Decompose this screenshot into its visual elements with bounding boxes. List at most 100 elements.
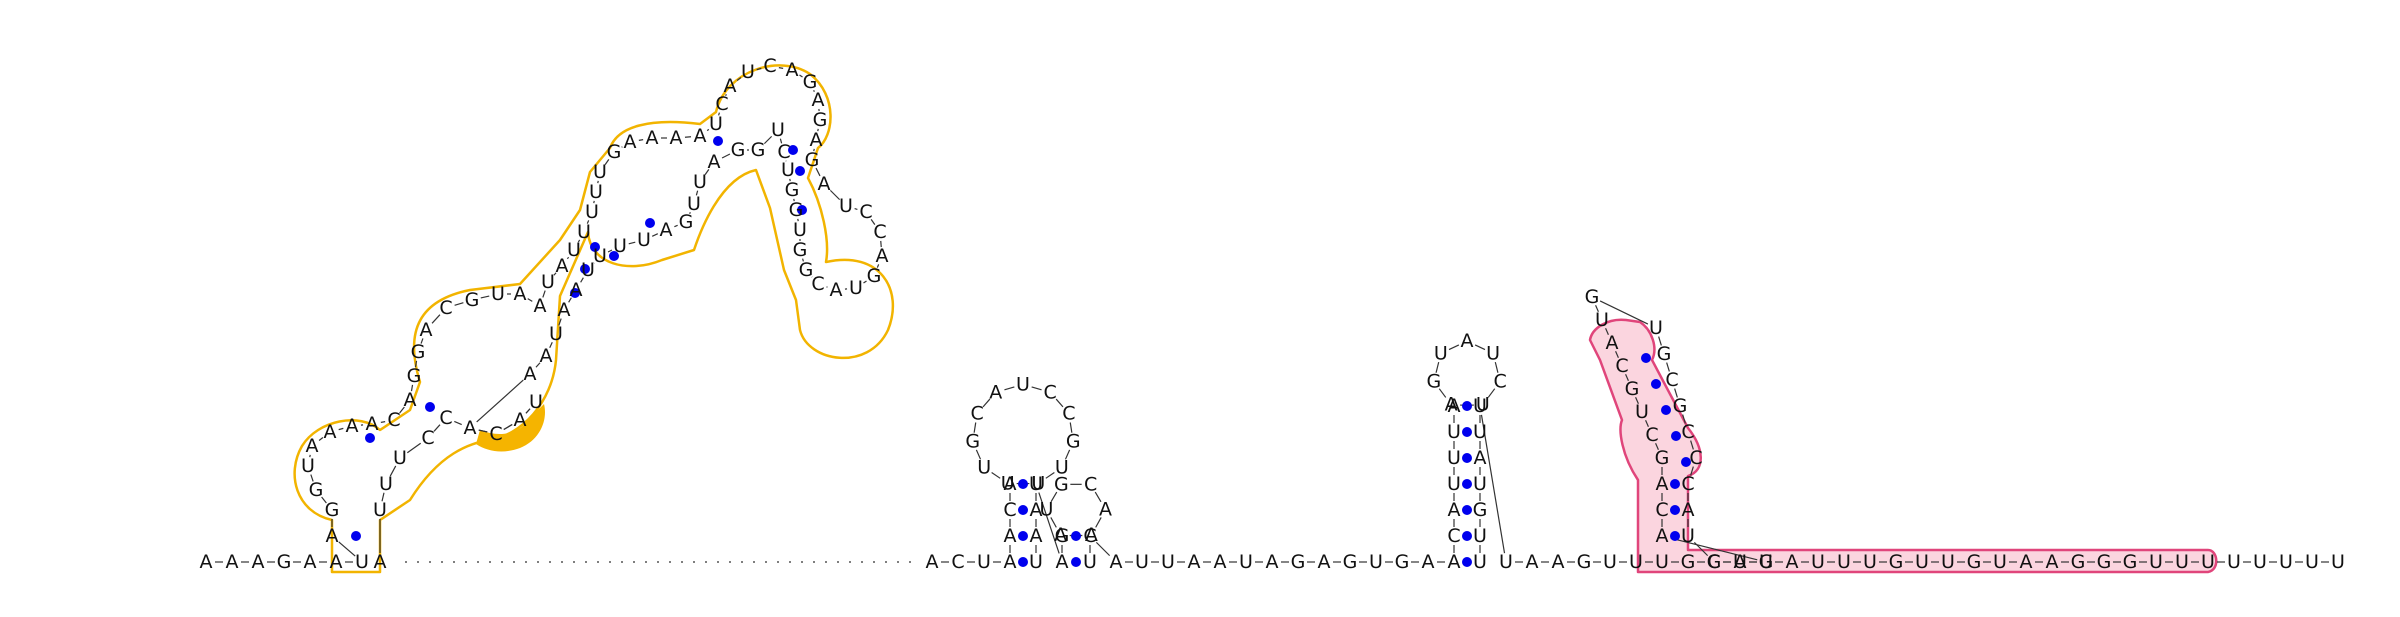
nucleotide-trailer-195: G <box>1889 551 1904 573</box>
backbone-link <box>799 74 803 78</box>
nucleotide-linker-2-127: A <box>1214 551 1227 573</box>
nucleotide-linker-2-124: U <box>1135 551 1149 573</box>
backbone-link <box>1050 491 1058 503</box>
nucleotide-domain2-176: A <box>1606 332 1619 354</box>
nucleotide-domain1-46: A <box>810 129 823 151</box>
nucleotide-domain1-53: G <box>867 265 882 287</box>
backbone-link <box>476 379 524 423</box>
nucleotide-linker-1-93: U <box>977 551 991 573</box>
backbone <box>215 67 2329 563</box>
nucleotide-hairpin-a-95: A <box>1004 525 1017 547</box>
nucleotide-hairpin-a-106: C <box>1044 381 1057 403</box>
nucleotide-domain1-55: A <box>830 279 843 301</box>
backbone-link <box>975 449 982 460</box>
nucleotide-domain1-88: C <box>421 427 434 449</box>
nucleotide-domain1-8: G <box>325 499 340 521</box>
nucleotide-hairpin-a-96: C <box>1003 499 1016 521</box>
backbone-link <box>1004 386 1015 391</box>
nucleotide-domain2-180: G <box>1657 343 1672 365</box>
nucleotide-domain1-9: G <box>309 479 324 501</box>
backbone-link <box>779 138 783 144</box>
nucleotide-domain1-64: U <box>771 119 785 141</box>
nucleotide-linker-3-161: U <box>1603 551 1617 573</box>
nucleotide-domain1-79: A <box>540 345 553 367</box>
nucleotide-linker-2-131: A <box>1318 551 1331 573</box>
nucleotide-domain1-43: G <box>803 71 818 93</box>
base-pair-dot <box>1681 457 1691 467</box>
backbone-link <box>566 256 570 260</box>
backbone-link <box>338 541 356 557</box>
nucleotide-domain1-74: U <box>593 245 607 267</box>
backbone-link <box>380 421 386 423</box>
backbone-link <box>973 422 977 433</box>
backbone-link <box>1050 517 1057 528</box>
nucleotide-domain1-69: U <box>687 193 701 215</box>
nucleotide-linker-2-123: A <box>1110 551 1123 573</box>
backbone-link <box>480 295 490 299</box>
nucleotide-trailer-201: A <box>2046 551 2059 573</box>
nucleotide-hairpin-b-119: C <box>1084 473 1097 495</box>
nucleotide-linker-2-130: G <box>1291 551 1306 573</box>
backbone-link <box>310 474 314 482</box>
nucleotide-linker-3-166: U <box>1733 551 1747 573</box>
nucleotide-domain1-25: U <box>541 271 555 293</box>
nucleotide-domain1-33: A <box>624 131 637 153</box>
nucleotide-domain2-179: U <box>1649 317 1663 339</box>
nucleotide-domain1-highlight-84: U <box>529 391 543 413</box>
nucleotide-leader-3: G <box>277 551 292 573</box>
nucleotide-hairpin-b-121: U <box>1039 499 1053 521</box>
nucleotide-hairpin-c-153: A <box>1461 330 1474 352</box>
backbone-link <box>813 89 815 93</box>
backbone-link <box>568 297 572 303</box>
base-pair-dot <box>1071 557 1081 567</box>
backbone-link <box>1494 362 1499 373</box>
backbone-link <box>478 429 488 433</box>
nucleotide-domain1-89: C <box>439 407 452 429</box>
backbone-link <box>1645 420 1649 427</box>
backbone-link <box>1682 414 1686 424</box>
nucleotide-domain1-78: U <box>549 323 563 345</box>
nucleotide-trailer-208: U <box>2227 551 2241 573</box>
nucleotide-trailer-188: C <box>1707 551 1720 573</box>
nucleotide-domain1-17: G <box>407 365 422 387</box>
backbone-link <box>1655 443 1659 450</box>
nucleotide-domain2-174: G <box>1625 378 1640 400</box>
backbone-link <box>689 211 691 215</box>
nucleotide-domain2-173: U <box>1635 401 1649 423</box>
backbone-link <box>586 220 590 224</box>
base-pair-dot <box>351 531 361 541</box>
nucleotide-domain1-76: A <box>570 279 583 301</box>
nucleotide-hairpin-a-110: G <box>965 431 980 453</box>
nucleotide-domain1-67: A <box>708 151 721 173</box>
backbone-link <box>1038 492 1060 554</box>
backbone-link <box>721 153 731 159</box>
nucleotide-domain1-41: C <box>763 55 776 77</box>
nucleotide-domain1-66: G <box>731 139 746 161</box>
nucleotide-hairpin-a-105: C <box>1062 403 1075 425</box>
base-pair-dot <box>1462 531 1472 541</box>
nucleotide-domain1-10: U <box>301 455 315 477</box>
nucleotide-trailer-204: G <box>2123 551 2138 573</box>
backbone-link <box>338 427 344 431</box>
backbone-link <box>549 341 553 349</box>
nucleotide-domain1-19: A <box>420 319 433 341</box>
nucleotide-domain1-59: U <box>793 219 807 241</box>
nucleotide-domain1-73: U <box>613 235 627 257</box>
nucleotide-domain1-54: U <box>849 277 863 299</box>
backbone-link <box>651 233 659 237</box>
nucleotide-domain2-175: C <box>1615 355 1628 377</box>
nucleotide-domain1-65: G <box>751 139 766 161</box>
backbone-link <box>674 224 678 228</box>
nucleotide-hairpin-c-136: A <box>1448 551 1461 573</box>
backbone-link <box>802 258 804 262</box>
nucleotide-domain1-23: A <box>514 283 527 305</box>
nucleotide-domain2-171: G <box>1655 447 1670 469</box>
base-pair-dot <box>1670 479 1680 489</box>
nucleotide-domain1-42: A <box>786 59 799 81</box>
nucleotide-domain1-highlight-82: C <box>489 423 502 445</box>
backbone-link <box>1095 541 1111 557</box>
nucleotide-domain2-183: C <box>1681 421 1694 443</box>
base-pair-dot <box>1661 405 1671 415</box>
nucleotide-linker-2-125: U <box>1161 551 1175 573</box>
backbone-link <box>1069 422 1073 433</box>
